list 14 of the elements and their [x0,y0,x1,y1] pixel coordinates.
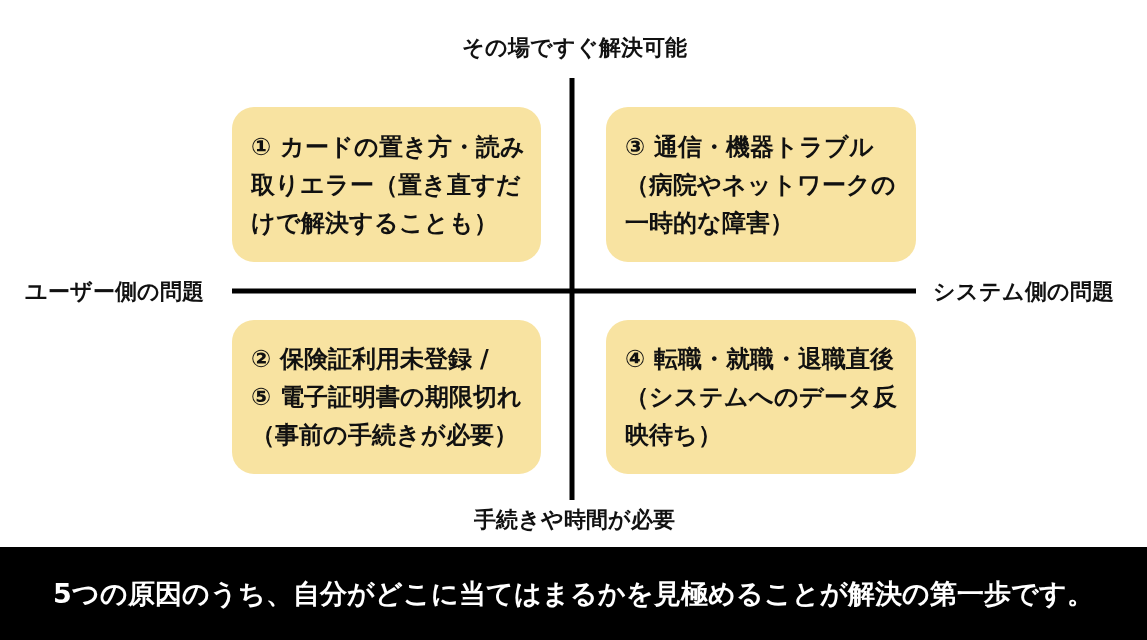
box-text: ⑤ 電子証明書の期限切れ（事前の手続きが必要） [251,382,523,451]
axis-label: ユーザー側の問題 [25,278,204,306]
quadrant-box [606,320,916,474]
caption: 5つの原因のうち、自分がどこに当てはまるかを見極めることが解決の第一歩です。 [53,576,1094,611]
axis-label: その場ですぐ解決可能 [461,34,687,62]
axis-label: システム側の問題 [933,278,1114,306]
box-text: ① カードの置き方・読み取りエラー（置き直すだけで解決することも） [251,131,525,239]
box-text: ③ 通信・機器トラブル（病院やネットワークの一時的な障害） [625,131,897,239]
quadrant-box [232,107,541,262]
box-text: ④ 転職・就職・退職直後（システムへのデータ反映待ち） [625,344,898,451]
box-text: ② 保険証利用未登録 / [251,344,490,375]
quadrant-box [606,107,916,262]
axis-label: 手続きや時間が必要 [473,506,675,534]
quadrant-box [232,320,541,474]
